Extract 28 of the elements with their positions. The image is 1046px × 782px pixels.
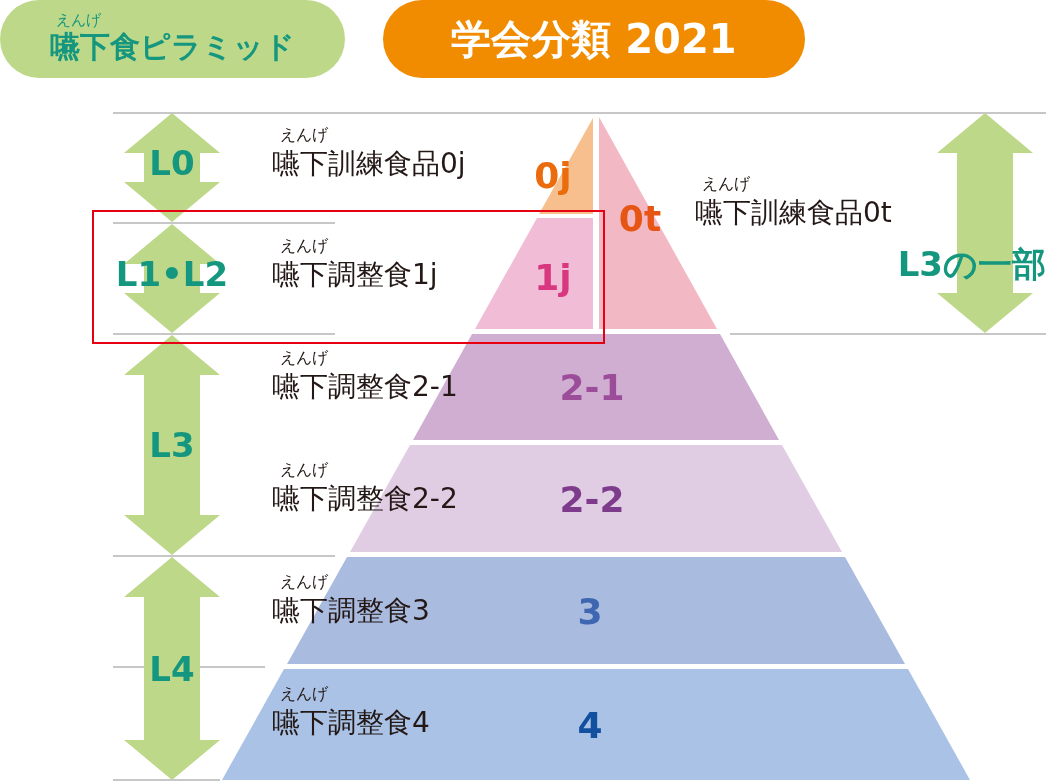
ruby-text: えんげ [280,574,328,590]
tier-code: 2-2 [559,482,625,518]
pill-text: 嚥下食ピラミッド [50,28,295,66]
tier-code: 0t [618,201,662,237]
food-level-label: 嚥下調整食3 [272,597,430,625]
food-level-label: 嚥下調整食1j [272,261,438,289]
title-pill [0,0,345,78]
ruby-text: えんげ [702,176,750,192]
tier-code: 4 [577,708,603,744]
food-level-label: 嚥下訓練食品0j [272,150,466,178]
ruby-text: えんげ [280,127,328,143]
ruby-text: えんげ [280,350,328,366]
level-label: L0 [148,146,196,180]
tier-code: 0j [534,158,572,194]
ruby-text: えんげ [280,686,328,702]
food-level-label: 嚥下調整食2-2 [272,485,458,513]
food-level-label: 嚥下訓練食品0t [695,199,892,227]
tier-code: 2-1 [559,370,625,406]
ruby-text: えんげ [56,12,101,28]
level-label: L3 [148,428,196,462]
ruby-text: えんげ [280,238,328,254]
tier-code: 1j [534,260,572,296]
ruby-text: えんげ [280,462,328,478]
pill-text: 学会分類 2021 [451,19,737,59]
food-level-label: 嚥下調整食4 [272,709,430,737]
food-level-label: 嚥下調整食2-1 [272,373,458,401]
level-label: L4 [148,652,196,686]
tier-code: 3 [577,594,603,630]
